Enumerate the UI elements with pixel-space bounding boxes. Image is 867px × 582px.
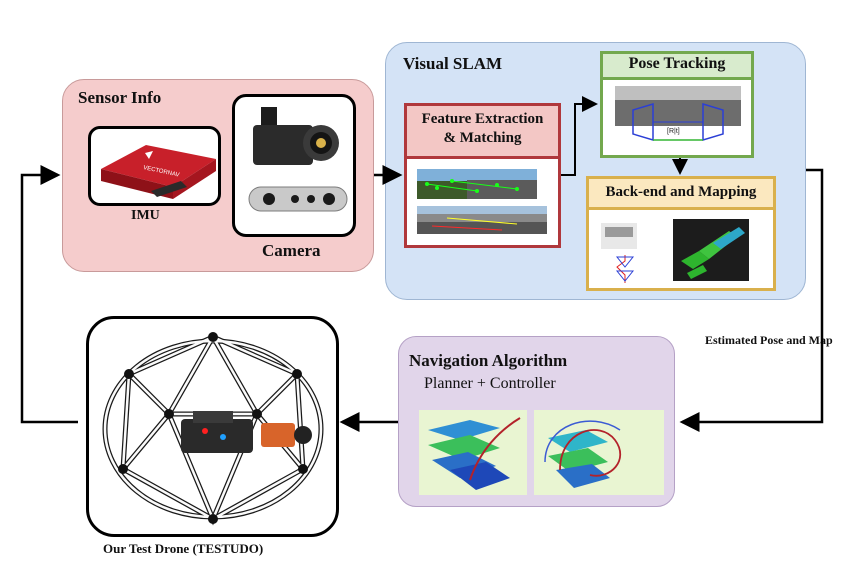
navigation-title: Navigation Algorithm xyxy=(409,351,568,370)
pose-tracking-image: [R|t] xyxy=(615,86,741,142)
camera-image-frame xyxy=(232,94,356,237)
feature-matching-images xyxy=(417,169,547,234)
pose-tracking-title: Pose Tracking xyxy=(628,55,726,72)
feature-extraction-header xyxy=(404,103,561,159)
feature-extraction-title-line1: Feature Extraction xyxy=(421,111,544,127)
test-drone-image xyxy=(102,331,324,526)
navigation-subtitle: Planner + Controller xyxy=(424,375,556,392)
camera-label: Camera xyxy=(262,241,321,260)
pose-matrix-label: [R|t] xyxy=(667,128,680,135)
camera-device-image xyxy=(248,107,348,212)
backend-mapping-title: Back-end and Mapping xyxy=(605,184,757,200)
imu-label: IMU xyxy=(131,208,160,223)
imu-device-image: VECTORNAV xyxy=(101,145,216,199)
estimated-pose-map-label: Estimated Pose and Map xyxy=(705,333,833,347)
test-drone-caption: Our Test Drone (TESTUDO) xyxy=(103,541,264,556)
visual-slam-title: Visual SLAM xyxy=(403,54,503,73)
pose-tracking-header xyxy=(600,51,754,80)
test-drone-image-frame xyxy=(86,316,339,537)
feature-extraction-title-line2: & Matching xyxy=(443,130,522,146)
sensor-info-title: Sensor Info xyxy=(78,88,162,107)
imu-image-frame: VECTORNAV xyxy=(88,126,221,206)
feature-extraction-title: Feature Extraction & Matching xyxy=(404,110,561,148)
